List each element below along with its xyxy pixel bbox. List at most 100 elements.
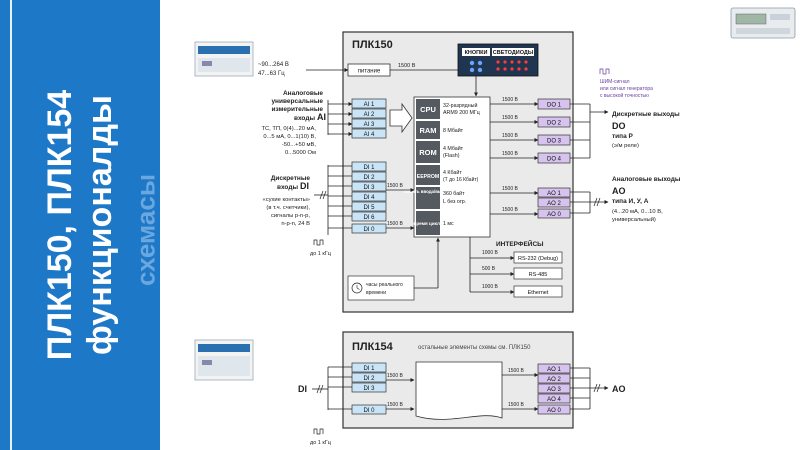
pwm-note-line1: ШИМ-сигнал — [600, 79, 630, 85]
ai-channel: AI 1 — [364, 102, 375, 108]
plc154-ao-label: AO — [612, 384, 626, 394]
ao-title: Аналоговые выходы — [612, 176, 681, 183]
slide-subtitle: схемасы — [130, 173, 161, 287]
title-sidebar: ПЛК150, ПЛК154 функционалды схемасы — [0, 0, 160, 450]
plc154-di-channel: DI 2 — [363, 376, 375, 382]
ai-code: AI — [317, 112, 326, 122]
ao-spec-line1: (4...20 мА, 0...10 В, — [612, 209, 663, 215]
ai-input-lines — [328, 102, 353, 136]
do-note: (э/м реле) — [612, 143, 639, 149]
plc150-device-image — [194, 41, 254, 77]
plc154-di-channel: DI 1 — [363, 366, 375, 372]
power-input-voltage: ~90...264 В — [258, 62, 289, 68]
ethernet-isolation: 1000 В — [482, 284, 499, 290]
plc154-di-channel: DI 3 — [363, 386, 375, 392]
power-input-frequency: 47...63 Гц — [258, 71, 285, 77]
plc154-di-channels: DI 1 DI 2 DI 3 DI 0 — [351, 362, 387, 415]
do-channel: DO 3 — [547, 139, 562, 145]
core-cycle-time: время цикла — [414, 221, 443, 226]
plc154-di-frequency: до 1 кГц — [310, 440, 332, 446]
plc154-ao-lines — [502, 373, 539, 411]
plc154-ao-channel: AO 0 — [547, 408, 561, 414]
ao-channel: AO 0 — [547, 212, 561, 218]
do3-isolation: 1500 В — [502, 133, 519, 139]
di-spec-line1: «сухие контакты» — [263, 197, 310, 203]
slide-title-line2: функционалды — [81, 95, 119, 356]
core-cpu: CPU — [420, 105, 436, 114]
core-io-desc: 360 байт — [443, 190, 465, 197]
plc150-title: ПЛК150 — [352, 39, 393, 51]
power-supply-label: питание — [358, 69, 381, 75]
ao-channels: AO 1 AO 2 AO 0 — [537, 187, 571, 219]
button-icons — [469, 60, 483, 73]
plc154-di-label: DI — [298, 384, 307, 394]
di-spec-line2: (в т.ч. счетчики), — [266, 205, 310, 211]
di-channel: DI 6 — [363, 215, 375, 221]
interface-lines — [469, 237, 515, 294]
do-output-lines — [490, 102, 539, 160]
di-channels: DI 1 DI 2 DI 3 DI 4 DI 5 DI 6 DI 0 — [351, 161, 387, 234]
ai-title-line3: измерительные — [272, 106, 324, 113]
core-rom: ROM — [419, 148, 437, 157]
plc154-device-image — [194, 339, 254, 381]
interface-rs485: RS-485 — [529, 272, 548, 278]
core-io-memory: память ввода/вывода — [404, 189, 453, 194]
buttons-label: КНОПКИ — [465, 50, 488, 56]
plc154-ao0-isolation: 1500 В — [508, 402, 525, 408]
plc154-ao-channel: AO 4 — [547, 397, 561, 403]
di-channel: DI 0 — [363, 227, 375, 233]
do-channels: DO 1 DO 2 DO 3 DO 4 — [537, 98, 571, 164]
interface-ethernet: Ethernet — [528, 290, 549, 296]
pwm-icon — [599, 68, 610, 75]
plc154-di-lines — [328, 366, 415, 411]
di-title-line2: входы — [277, 184, 298, 191]
rtc-label-line2: времени — [366, 290, 386, 296]
plc154-ao-external-lines — [570, 367, 609, 410]
di-spec-line3: сигналы p-n-p, — [271, 213, 310, 219]
ao-code: AO — [612, 186, 626, 196]
core-cycle-desc: 1 мс — [443, 221, 454, 227]
ai-bus-arrow — [389, 102, 413, 134]
ao-channel: AO 1 — [547, 191, 561, 197]
rtc-label-line1: часы реального — [366, 282, 403, 288]
ao0-isolation: 1500 В — [502, 207, 519, 213]
core-eeprom: EEPROM — [417, 174, 439, 180]
rs232-isolation: 1000 В — [482, 250, 499, 256]
do-external-lines — [570, 103, 609, 159]
ai-spec-line4: 0...5000 Ом — [285, 150, 316, 156]
do4-isolation: 1500 В — [502, 151, 519, 157]
plc154-note: остальные элементы схемы см. ПЛК150 — [418, 345, 531, 351]
led-indicators — [496, 60, 528, 71]
di-channel: DI 1 — [363, 165, 375, 171]
plc154-ao-isolation: 1500 В — [508, 368, 525, 374]
leds-label-box — [492, 48, 534, 56]
core-eeprom-desc: (Т до 16 Кбайт) — [443, 176, 479, 183]
core-eeprom-desc: 4 Кбайт — [443, 169, 462, 176]
ai-spec-line3: -50...+50 мВ, — [282, 142, 317, 148]
device-photo — [730, 7, 796, 39]
di-spec-line4: n-p-n, 24 В — [281, 221, 310, 227]
plc154-title: ПЛК154 — [352, 341, 394, 353]
ai-title-line4: входы — [294, 115, 315, 122]
sidebar-divider-line — [10, 0, 12, 450]
interfaces-title: ИНТЕРФЕЙСЫ — [496, 239, 544, 248]
do-channel: DO 1 — [547, 103, 562, 109]
ao-external-lines — [570, 191, 609, 214]
di-channel: DI 2 — [363, 175, 375, 181]
core-io-memory-label: память ввода/вывода — [404, 189, 453, 194]
do-code: DO — [612, 121, 626, 131]
do-type: типа Р — [612, 133, 634, 140]
plc154-pulse-icon — [313, 428, 324, 435]
di-code: DI — [300, 181, 309, 191]
plc154-di-channel: DI 0 — [363, 408, 375, 414]
plc154-block: ПЛК154 остальные элементы схемы см. ПЛК1… — [194, 331, 626, 446]
plc150-block: ПЛК150 ~90...264 В 47...63 Гц питание 15… — [194, 31, 681, 313]
power-isolation-label: 1500 В — [398, 63, 416, 69]
core-cpu-desc: 32-разрядный — [443, 102, 477, 109]
di-frequency: до 1 кГц — [310, 251, 332, 257]
analog-inputs-label: Аналоговые универсальные измерительные в… — [261, 90, 326, 156]
di-title-line1: Дискретные — [271, 175, 311, 182]
pwm-note-line2: или сигнал генератора — [600, 86, 653, 92]
ai-spec-line2: 0...5 мА, 0...1(10) В, — [263, 134, 316, 140]
ao-isolation: 1500 В — [502, 186, 519, 192]
